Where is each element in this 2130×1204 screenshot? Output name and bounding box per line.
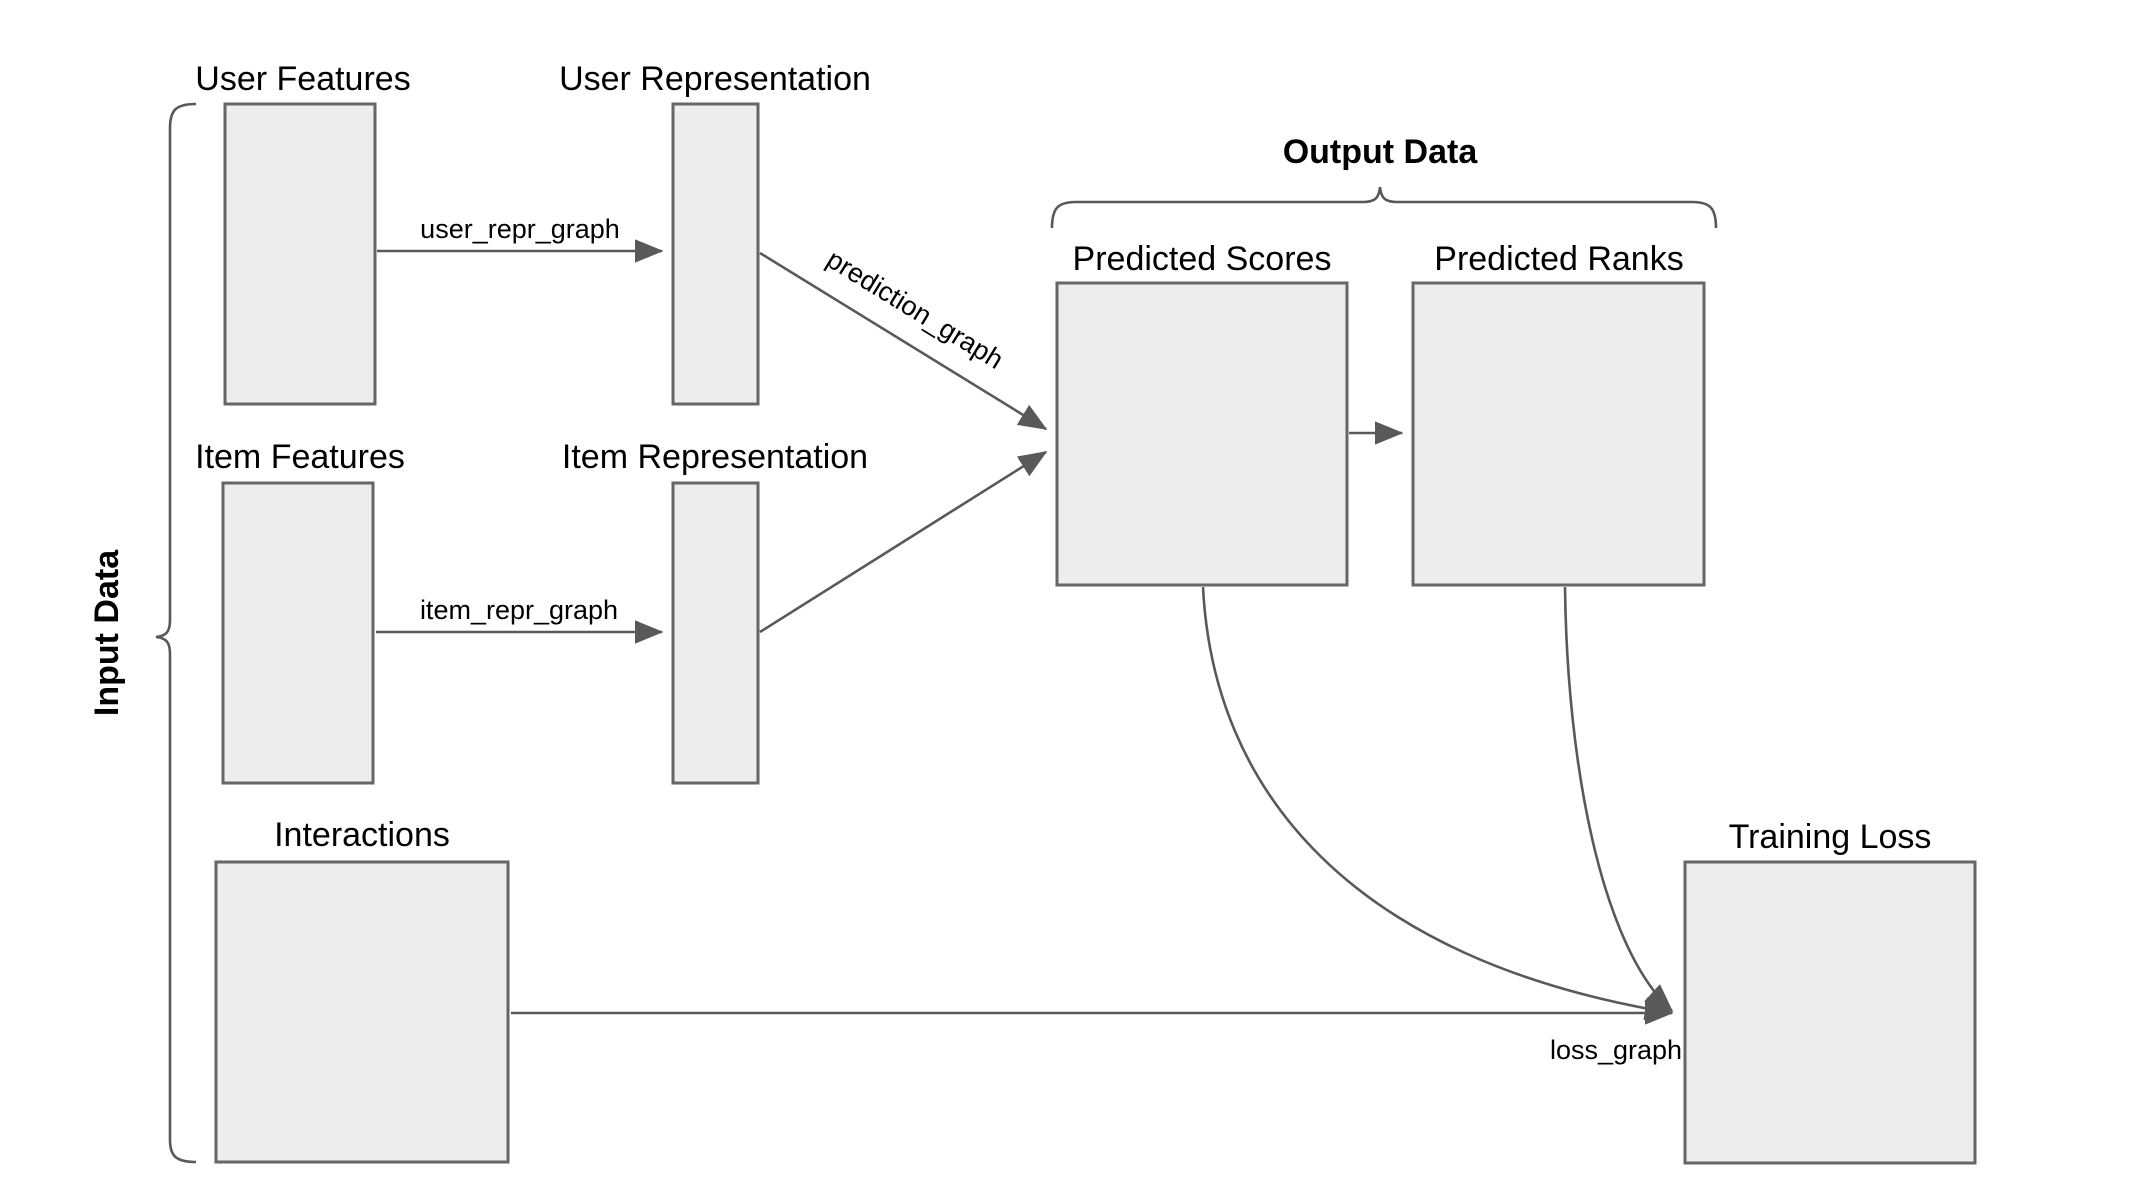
node-user-representation-box[interactable] (671, 102, 760, 406)
edge-scores-to-loss-curve (1201, 586, 1674, 1021)
edge-item-repr-graph-label: item_repr_graph (420, 595, 618, 625)
node-interactions-label: Interactions (274, 816, 450, 854)
node-training-loss-box[interactable] (1683, 860, 1977, 1165)
input-data-bracket-group: Input Data (88, 102, 197, 1164)
input-data-group-label: Input Data (88, 549, 126, 716)
node-predicted-ranks-label: Predicted Ranks (1434, 240, 1683, 278)
output-data-bracket (1050, 186, 1718, 229)
edge-user-repr-graph-label: user_repr_graph (420, 214, 620, 244)
node-training-loss[interactable]: Training Loss (1683, 818, 1977, 1165)
node-user-features-box[interactable] (223, 102, 377, 406)
node-predicted-ranks-box[interactable] (1411, 281, 1706, 587)
edge-loss-graph-label: loss_graph (1550, 1035, 1682, 1065)
edge-ranks-to-loss-curve (1563, 586, 1674, 1013)
node-user-representation-label: User Representation (559, 60, 871, 98)
edge-item-repr-graph: item_repr_graph (376, 595, 664, 644)
node-user-features-label: User Features (195, 60, 410, 98)
node-training-loss-label: Training Loss (1729, 818, 1932, 856)
edge-ranks-to-loss (1563, 586, 1674, 1013)
edge-prediction-graph: prediction_graph (759, 244, 1048, 431)
output-data-group-label: Output Data (1283, 133, 1479, 171)
output-data-bracket-group: Output Data (1050, 133, 1718, 229)
node-predicted-ranks[interactable]: Predicted Ranks (1411, 240, 1706, 587)
node-predicted-scores-label: Predicted Scores (1073, 240, 1332, 278)
node-item-representation-box[interactable] (671, 481, 760, 785)
node-predicted-scores-box[interactable] (1055, 281, 1349, 587)
edge-prediction-graph-line (759, 251, 1048, 431)
edge-prediction-graph-item-line (759, 450, 1048, 634)
node-item-representation-label: Item Representation (562, 438, 868, 476)
node-predicted-scores[interactable]: Predicted Scores (1055, 240, 1349, 587)
input-data-bracket (155, 102, 197, 1164)
edge-prediction-graph-item (759, 450, 1048, 634)
node-user-features[interactable]: User Features (195, 60, 411, 406)
node-item-features[interactable]: Item Features (195, 438, 405, 785)
node-interactions[interactable]: Interactions (214, 816, 510, 1164)
node-item-representation[interactable]: Item Representation (562, 438, 868, 785)
edge-loss-graph: loss_graph (511, 1001, 1682, 1065)
node-interactions-box[interactable] (214, 860, 510, 1164)
node-user-representation[interactable]: User Representation (559, 60, 871, 406)
node-item-features-label: Item Features (195, 438, 405, 476)
edge-scores-to-loss (1201, 586, 1674, 1021)
edge-user-repr-graph: user_repr_graph (377, 214, 664, 263)
node-item-features-box[interactable] (221, 481, 375, 785)
